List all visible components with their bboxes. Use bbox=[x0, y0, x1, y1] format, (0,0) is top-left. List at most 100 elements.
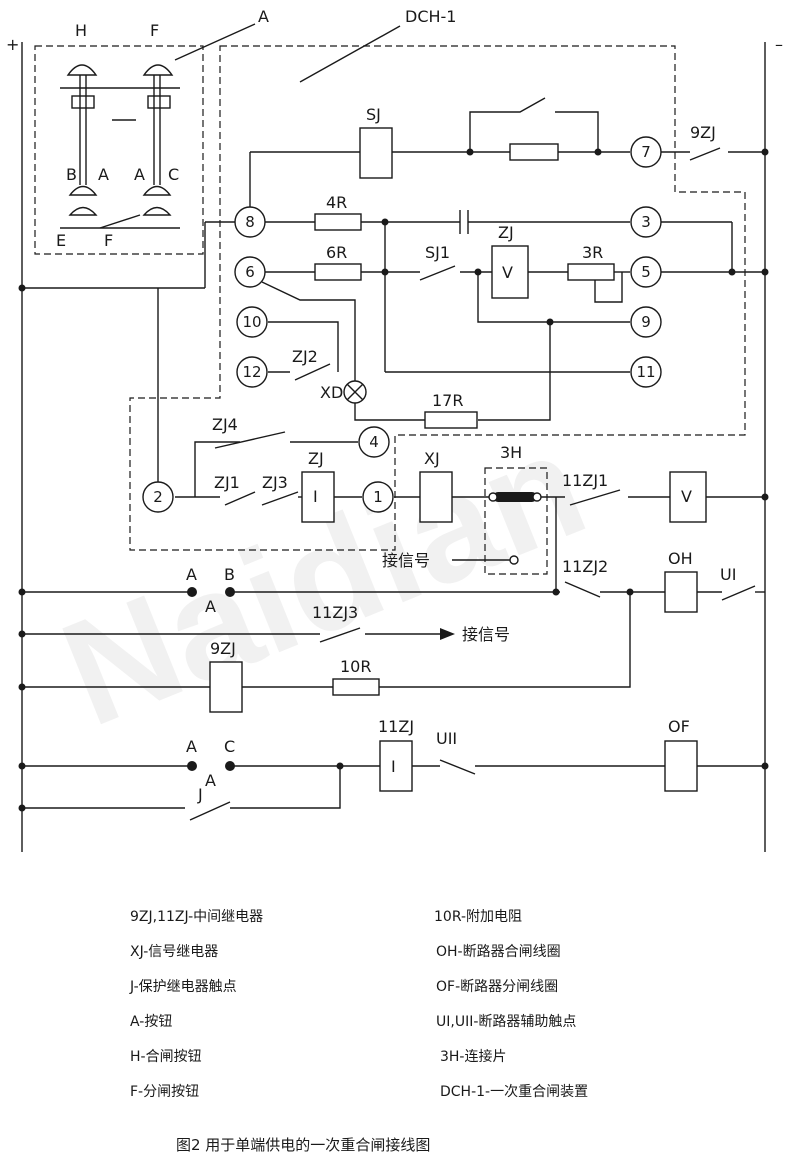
label-H: H bbox=[75, 21, 87, 40]
button-contact-A2 bbox=[187, 761, 197, 771]
label-UII: UII bbox=[436, 729, 457, 748]
zj-current-coil bbox=[301, 471, 335, 523]
junction bbox=[18, 284, 26, 292]
label-OH: OH bbox=[668, 549, 693, 568]
label-signal-1: 接信号 bbox=[382, 551, 430, 570]
legend-left-4: A-按钮 bbox=[130, 1014, 173, 1030]
label-ZJ1: ZJ1 bbox=[214, 473, 240, 492]
label-J: J bbox=[197, 785, 203, 804]
wire bbox=[594, 272, 623, 303]
dch1-device-outline bbox=[129, 45, 746, 551]
pushbutton-mechanism bbox=[60, 64, 180, 229]
terminal-11: 11 bbox=[630, 356, 662, 388]
label-signal-2: 接信号 bbox=[462, 625, 510, 644]
legend-right-6: DCH-1-一次重合闸装置 bbox=[440, 1084, 589, 1100]
label-F-bottom: F bbox=[104, 231, 113, 250]
figure-caption: 图2 用于单端供电的一次重合闸接线图 bbox=[176, 1136, 431, 1154]
3h-connecting-strip bbox=[488, 492, 542, 502]
label-9ZJ: 9ZJ bbox=[690, 123, 716, 142]
legend-right-2: OH-断路器合闸线圈 bbox=[436, 944, 561, 960]
label-XJ: XJ bbox=[424, 449, 440, 468]
junction bbox=[18, 804, 26, 812]
wire bbox=[354, 403, 425, 421]
terminal-3: 3 bbox=[630, 206, 662, 238]
label-17R: 17R bbox=[432, 391, 463, 410]
legend-right-3: OF-断路器分闸线圈 bbox=[436, 979, 559, 995]
junction bbox=[18, 762, 26, 770]
label-I-low: I bbox=[391, 757, 396, 776]
terminal-label: 7 bbox=[641, 143, 651, 161]
control-button-box bbox=[34, 45, 204, 255]
11zj2-contact bbox=[564, 581, 601, 598]
label-6R: 6R bbox=[326, 243, 347, 262]
resistor-3R bbox=[567, 263, 615, 281]
label-E-bottom: E bbox=[56, 231, 66, 250]
label-SJ1: SJ1 bbox=[425, 243, 450, 262]
label-11ZJ3: 11ZJ3 bbox=[312, 603, 358, 622]
9zj-contact bbox=[689, 147, 721, 161]
label-SJ: SJ bbox=[366, 105, 381, 124]
label-ZJ-top: ZJ bbox=[498, 223, 514, 242]
label-B-sw1: B bbox=[224, 565, 235, 584]
resistor-10R bbox=[332, 678, 380, 696]
label-11ZJ: 11ZJ bbox=[378, 717, 414, 736]
terminal-12: 12 bbox=[236, 356, 268, 388]
11zj3-contact bbox=[319, 627, 361, 643]
label-10R: 10R bbox=[340, 657, 371, 676]
legend-right-5: 3H-连接片 bbox=[440, 1049, 507, 1065]
terminal-label: 2 bbox=[153, 488, 163, 506]
wire bbox=[477, 272, 630, 323]
label-B-left: B bbox=[66, 165, 77, 184]
junction bbox=[761, 268, 769, 276]
junction bbox=[761, 493, 769, 501]
wire bbox=[379, 592, 631, 688]
signal-arrow bbox=[440, 628, 455, 640]
legend-left-2: XJ-信号继电器 bbox=[130, 944, 219, 960]
junction bbox=[18, 683, 26, 691]
label-V-top: V bbox=[502, 263, 513, 282]
9zj-coil bbox=[209, 661, 243, 713]
label-ZJ3: ZJ3 bbox=[262, 473, 288, 492]
sj1-contact bbox=[419, 265, 456, 281]
terminal-9: 9 bbox=[630, 306, 662, 338]
label-C-right: C bbox=[168, 165, 179, 184]
label-A-sw1-below: A bbox=[205, 597, 216, 616]
junction bbox=[18, 588, 26, 596]
button-contact-A bbox=[187, 587, 197, 597]
zj2-contact bbox=[294, 363, 331, 381]
plus-label: + bbox=[6, 35, 19, 54]
resistor-4R bbox=[314, 213, 362, 231]
terminal-8: 8 bbox=[234, 206, 266, 238]
of-trip-coil bbox=[664, 740, 698, 792]
label-F-top: F bbox=[150, 21, 159, 40]
wire bbox=[478, 322, 551, 421]
label-A-right: A bbox=[134, 165, 145, 184]
terminal-label: 9 bbox=[641, 313, 651, 331]
junction bbox=[381, 268, 389, 276]
junction bbox=[18, 630, 26, 638]
signal-terminal bbox=[509, 555, 519, 565]
sj-timer-coil bbox=[359, 127, 393, 179]
v-relay-right bbox=[669, 471, 707, 523]
junction bbox=[728, 268, 736, 276]
wire bbox=[469, 97, 546, 152]
j-protection-contact bbox=[189, 801, 231, 821]
zj4-contact bbox=[214, 431, 286, 449]
label-ZJ2: ZJ2 bbox=[292, 347, 318, 366]
terminal-10: 10 bbox=[236, 306, 268, 338]
terminal-7: 7 bbox=[630, 136, 662, 168]
resistor-sj-branch bbox=[509, 143, 559, 161]
label-9ZJ-coil: 9ZJ bbox=[210, 639, 236, 658]
wire bbox=[230, 766, 341, 809]
xj-signal-relay bbox=[419, 471, 453, 523]
terminal-5: 5 bbox=[630, 256, 662, 288]
terminal-label: 3 bbox=[641, 213, 651, 231]
terminal-label: 8 bbox=[245, 213, 255, 231]
legend-left-6: F-分闸按钮 bbox=[130, 1084, 200, 1100]
terminal-label: 1 bbox=[373, 488, 383, 506]
leader-DCH bbox=[299, 25, 401, 83]
zj3-contact bbox=[261, 491, 299, 506]
3h-link-box bbox=[484, 467, 548, 575]
uii-aux-contact bbox=[439, 759, 476, 775]
label-I-mid: I bbox=[313, 487, 318, 506]
